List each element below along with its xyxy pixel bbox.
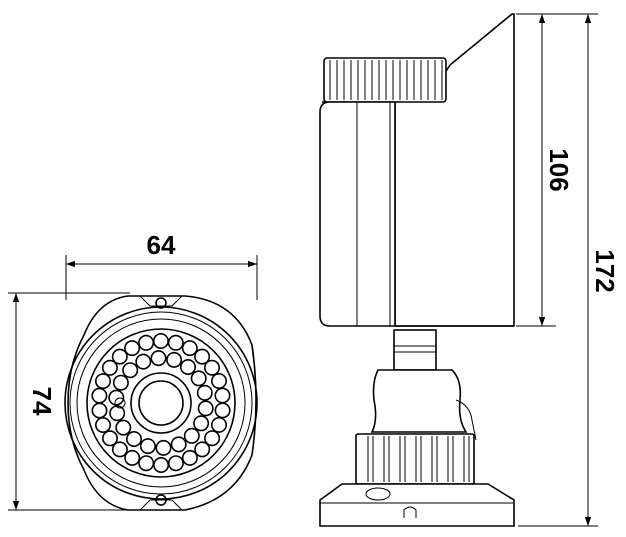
ir-led-icon [115,419,132,436]
body-length-dimension: 106 [516,13,574,327]
ir-led-icon [170,436,187,453]
mount-neck [393,329,437,371]
cable [455,399,477,441]
ir-led-icon [214,402,231,419]
ir-led-icon [101,359,118,376]
ir-led-icon [190,370,207,387]
base-screw-hole-icon [365,487,391,501]
ir-led-icon [135,353,152,370]
ir-led-icon [166,351,183,368]
ir-led-icon [139,438,156,455]
ir-led-icon [152,332,169,349]
locking-nut [355,433,475,485]
ir-led-icon [183,427,200,444]
ir-led-array [91,332,231,473]
ir-led-icon [111,348,128,365]
ir-led-icon [211,372,228,389]
ir-led-icon [150,350,167,367]
front-height-label: 74 [27,387,57,416]
front-height-dimension: 74 [8,292,130,511]
ir-led-icon [155,439,172,456]
ir-led-icon [211,416,228,433]
ir-led-icon [181,449,198,466]
mount-base [319,483,515,527]
ir-led-icon [196,384,213,401]
front-outer-ring [64,306,258,500]
ir-led-icon [102,430,119,447]
ir-led-icon [122,362,139,379]
ir-led-icon [111,441,128,458]
ir-led-icon [194,441,211,458]
ir-led-icon [153,456,170,473]
ir-led-icon [124,449,141,466]
body-length-label: 106 [544,148,574,191]
screw-top-icon [155,297,167,309]
total-length-dimension: 172 [518,13,620,527]
front-view [64,295,258,511]
ir-led-icon [95,373,112,390]
ir-led-icon [138,334,155,351]
ir-led-icon [181,340,198,357]
ir-led-icon [204,430,221,447]
front-mount-plate [67,295,257,511]
lens-outer [130,372,192,434]
ir-led-icon [197,400,214,417]
ir-led-icon [194,348,211,365]
front-width-label: 64 [147,230,176,260]
ir-led-icon [109,405,126,422]
ir-led-icon [91,402,108,419]
ir-led-icon [193,415,210,432]
mount-ball-joint [370,369,468,433]
ir-led-icon [180,358,197,375]
ir-led-icon [112,374,129,391]
sensor-dot-icon [114,397,126,409]
ir-led-icon [214,387,231,404]
front-width-dimension: 64 [65,230,258,300]
ir-led-icon [138,455,155,472]
ir-led-icon [91,387,108,404]
side-view [319,13,515,527]
ir-led-icon [204,359,221,376]
ir-led-icon [167,334,184,351]
ir-led-icon [124,340,141,357]
ir-led-icon [95,416,112,433]
ir-led-icon [167,455,184,472]
total-length-label: 172 [590,249,620,292]
ir-led-icon [108,389,125,406]
lens-inner [138,380,184,426]
ir-led-icon [126,430,143,447]
